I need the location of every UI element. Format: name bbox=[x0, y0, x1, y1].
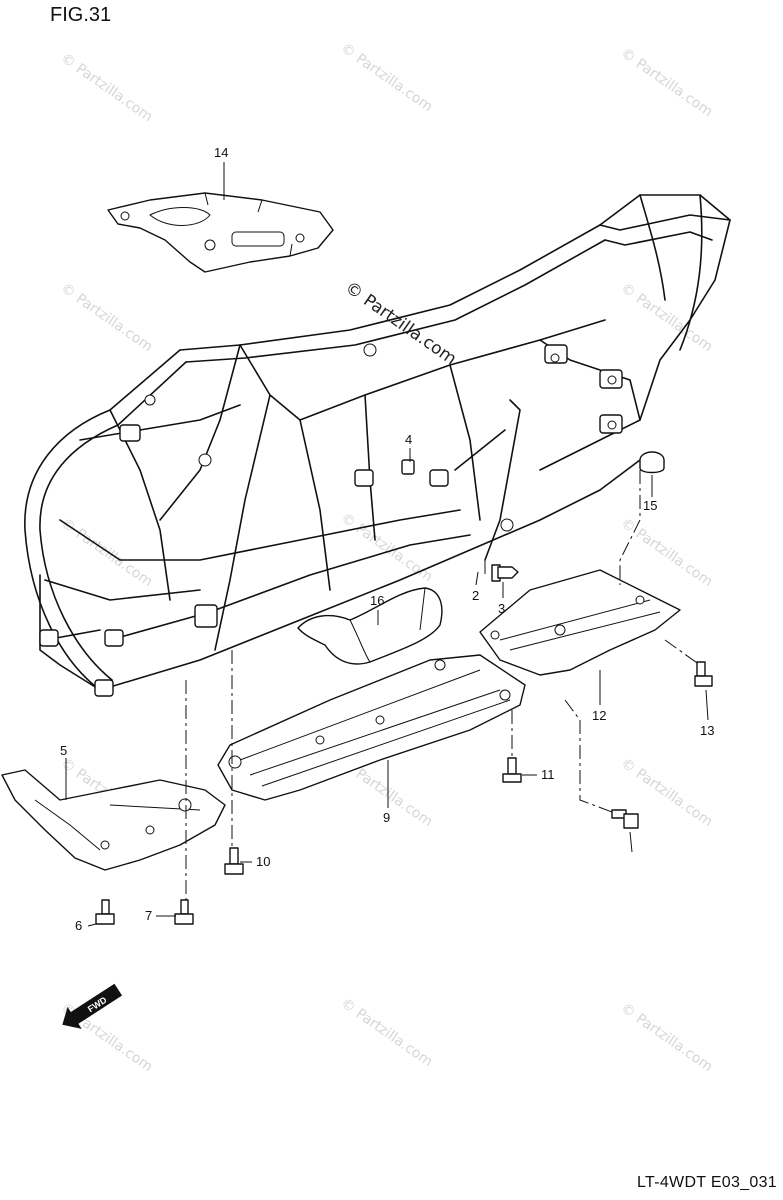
bolt-3 bbox=[491, 564, 519, 582]
assembly-lines bbox=[185, 470, 701, 900]
watermark: © Partzilla.com bbox=[618, 45, 716, 120]
watermark: © Partzilla.com bbox=[58, 515, 156, 590]
bolt-9 bbox=[224, 847, 244, 875]
callout-8: 9 bbox=[383, 810, 390, 825]
watermark: © Partzilla.com bbox=[58, 50, 156, 125]
part-11-skid-plate bbox=[479, 569, 681, 676]
callout-10: 11 bbox=[541, 767, 555, 782]
part-15-guard bbox=[297, 587, 443, 665]
callouts: 14 4 15 2 3 16 12 13 5 11 9 10 6 7 bbox=[60, 145, 714, 933]
part-14-bushing bbox=[639, 451, 665, 474]
callout-11: 12 bbox=[592, 708, 606, 723]
callout-3: 3 bbox=[498, 601, 505, 616]
callout-5: 5 bbox=[60, 743, 67, 758]
bolt-12 bbox=[694, 661, 713, 687]
bolts bbox=[95, 459, 713, 925]
watermark: © Partzilla.com bbox=[618, 515, 716, 590]
part-13-cover-plate bbox=[107, 192, 334, 273]
callout-7: 7 bbox=[145, 908, 152, 923]
watermark: © Partzilla.com bbox=[618, 280, 716, 355]
callout-14: 15 bbox=[643, 498, 657, 513]
figure-code: LT-4WDT E03_031 bbox=[637, 1174, 777, 1191]
callout-15: 16 bbox=[370, 593, 384, 608]
callout-6: 6 bbox=[75, 918, 82, 933]
watermark: © Partzilla.com bbox=[58, 280, 156, 355]
watermark: © Partzilla.com bbox=[338, 40, 436, 115]
part-5-skid-plate bbox=[1, 769, 226, 871]
callout-4: 4 bbox=[405, 432, 412, 447]
leader-lines bbox=[65, 162, 709, 927]
main-frame bbox=[24, 194, 731, 697]
bolt-16 bbox=[611, 809, 639, 829]
bolt-10 bbox=[502, 757, 522, 783]
bolt-4 bbox=[401, 459, 415, 475]
callout-9: 10 bbox=[256, 854, 270, 869]
bolt-7 bbox=[174, 899, 194, 925]
watermark: © Partzilla.com bbox=[618, 1000, 716, 1075]
bolt-6 bbox=[95, 899, 115, 925]
watermark: © Partzilla.com bbox=[338, 995, 436, 1070]
figure-title: FIG.31 bbox=[50, 4, 112, 26]
callout-13: 14 bbox=[214, 145, 228, 160]
watermark: © Partzilla.com bbox=[338, 510, 436, 585]
callout-12: 13 bbox=[700, 723, 714, 738]
part-8-skid-plate bbox=[217, 654, 526, 801]
callout-2: 2 bbox=[472, 588, 479, 603]
watermarks: © Partzilla.com © Partzilla.com © Partzi… bbox=[58, 40, 716, 1075]
